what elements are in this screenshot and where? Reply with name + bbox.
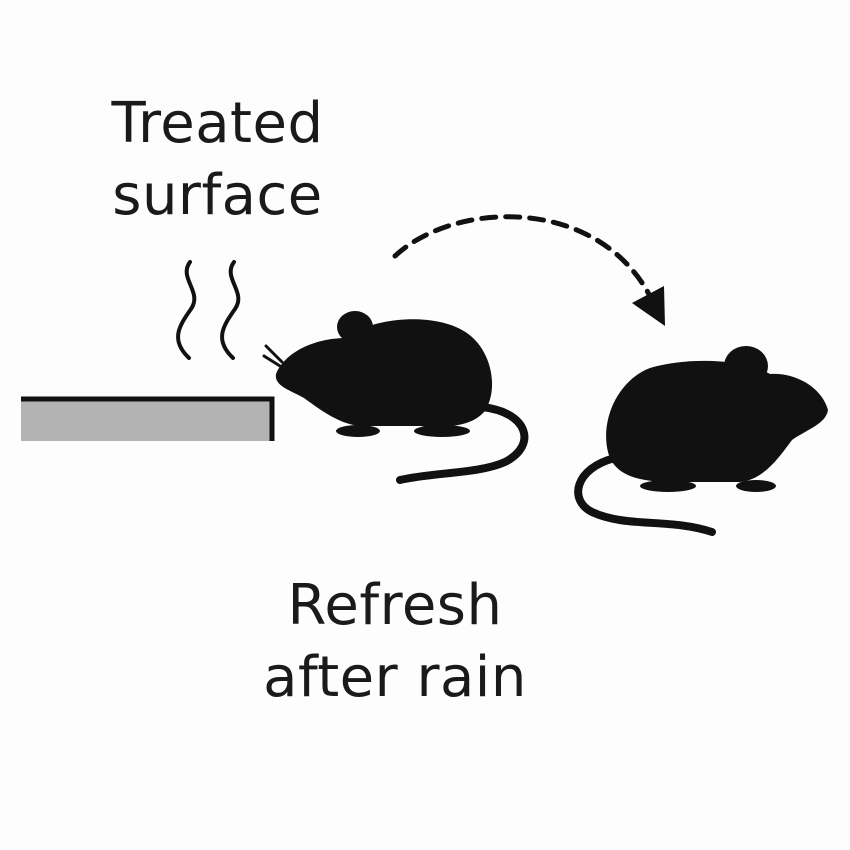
mouse-left-whiskers [262,344,284,368]
mouse-right-hind-foot [640,480,696,492]
mouse-sniffing-icon [262,311,529,484]
mouse-left-hind-foot [414,425,470,437]
arrow-head [632,286,665,326]
mouse-repelled-icon [574,346,828,536]
mouse-left-tail [396,403,529,484]
mouse-left-front-foot [336,425,380,437]
treated-surface-slab-icon [21,396,275,441]
surface-slab-edge [21,396,275,441]
treated-surface-label-line1: Treated [111,91,324,156]
dashed-curved-arrow-icon [392,214,665,326]
refresh-after-rain-label: Refresh after rain [230,570,560,714]
mouse-right-tail [574,454,716,536]
mouse-left-body [275,319,493,427]
mouse-right-body [606,360,828,482]
mouse-right-front-foot [736,480,776,492]
treated-surface-label: Treated surface [95,88,340,232]
scent-wave-right [220,260,241,360]
surface-slab-fill [21,399,272,441]
scent-wave-left [176,260,197,360]
mouse-left-ear [337,311,373,343]
scent-waves-icon [176,260,241,360]
mouse-right-ear [724,346,768,386]
refresh-label-line2: after rain [263,645,527,710]
treated-surface-label-line2: surface [112,163,323,228]
refresh-label-line1: Refresh [287,573,503,638]
arrow-dashed-path [392,214,655,303]
